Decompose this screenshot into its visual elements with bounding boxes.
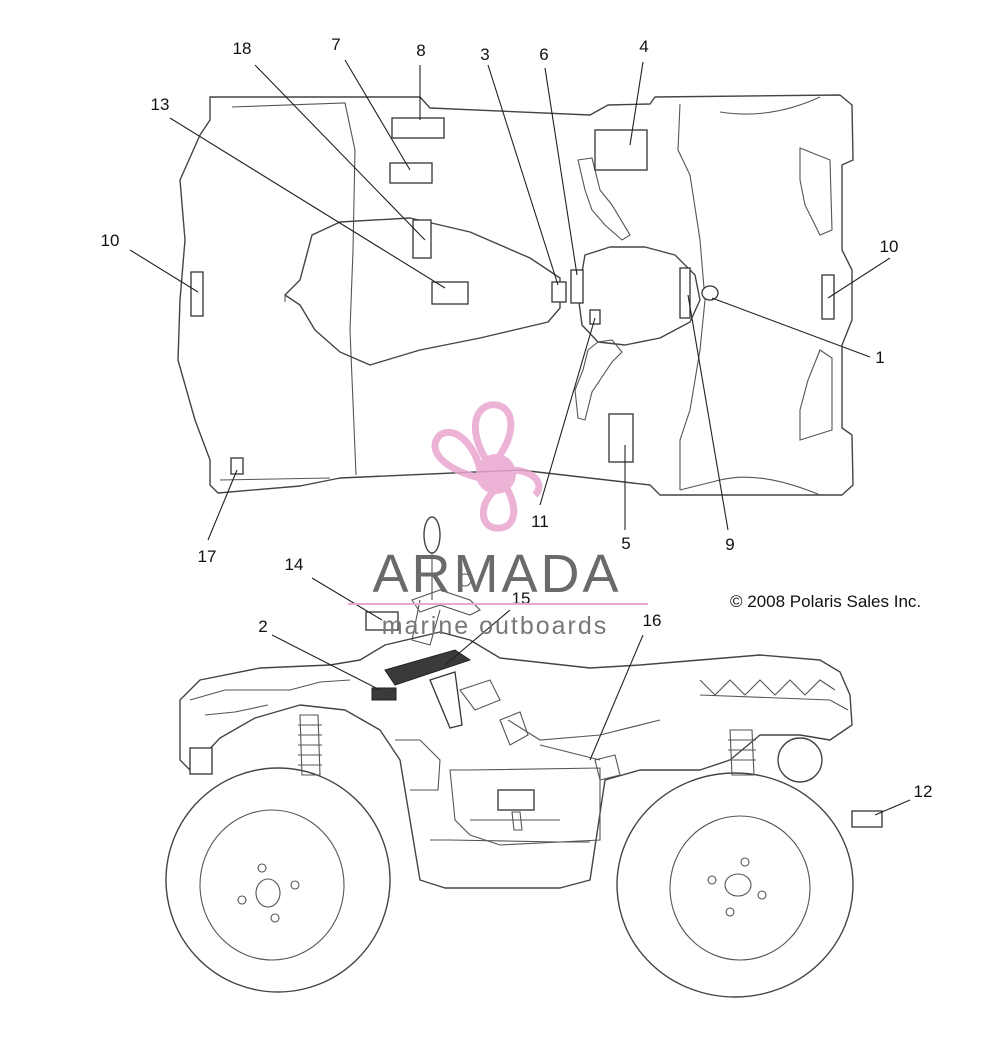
decal-18	[412, 219, 432, 259]
decal-3	[551, 281, 567, 303]
decal-9	[679, 267, 691, 319]
callout-10-right: 10	[880, 237, 899, 256]
decal-11	[589, 309, 601, 325]
watermark-subtitle: marine outboards	[382, 612, 609, 640]
decal-14	[365, 611, 399, 631]
atv-side-view	[165, 516, 883, 998]
decal-6	[570, 269, 584, 304]
callout-13: 13	[151, 95, 170, 114]
decal-17	[230, 457, 244, 475]
atv-top-view	[177, 94, 854, 496]
callout-3: 3	[480, 45, 489, 64]
decal-10-front	[821, 274, 835, 320]
propeller-logo-icon	[431, 401, 543, 532]
callout-16: 16	[643, 611, 662, 630]
decal-4	[594, 129, 648, 171]
callout-5: 5	[621, 534, 630, 553]
decal-5	[608, 413, 634, 463]
callout-9: 9	[725, 535, 734, 554]
decal-1	[701, 285, 719, 301]
callout-12: 12	[914, 782, 933, 801]
armada-watermark: ARMADA marine outboards	[348, 401, 648, 640]
decal-13	[431, 281, 469, 305]
decal-15	[384, 649, 472, 686]
callout-18: 18	[233, 39, 252, 58]
callout-4: 4	[639, 37, 648, 56]
decal-16	[497, 789, 535, 811]
copyright-text: © 2008 Polaris Sales Inc.	[730, 592, 921, 611]
callout-7: 7	[331, 35, 340, 54]
decal-15-stripe	[429, 671, 463, 729]
callout-10-left: 10	[101, 231, 120, 250]
callout-2: 2	[258, 617, 267, 636]
callout-11: 11	[531, 512, 549, 531]
callout-1: 1	[875, 348, 884, 367]
decal-7	[389, 162, 433, 184]
watermark-title: ARMADA	[372, 544, 621, 604]
decal-8	[391, 117, 445, 139]
callout-6: 6	[539, 45, 548, 64]
decal-2	[371, 687, 397, 701]
decal-12	[851, 810, 883, 828]
callout-17: 17	[198, 547, 217, 566]
callout-8: 8	[416, 41, 425, 60]
callout-14: 14	[285, 555, 304, 574]
callout-labels: 18 7 8 3 6 4 13 10 10 1 11 5 9 17 14 15 …	[101, 35, 933, 801]
leader-lines	[129, 59, 911, 816]
decal-10-rear	[190, 271, 204, 317]
decal-rear-box	[189, 747, 213, 775]
